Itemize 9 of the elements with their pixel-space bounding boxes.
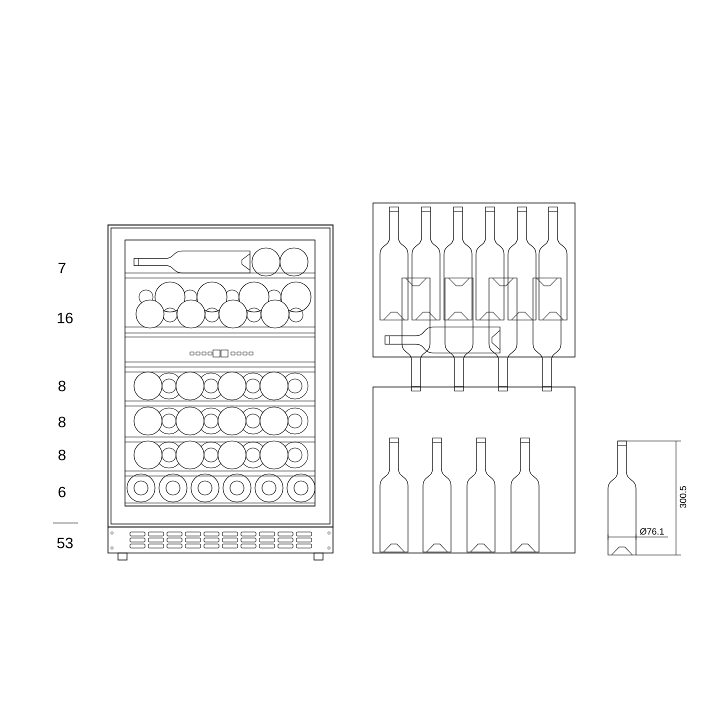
shelf-count: 8	[58, 450, 66, 460]
shelf-count: 8	[58, 380, 66, 392]
shelf-count: 6	[58, 486, 66, 498]
shelf-count: 16	[58, 312, 73, 324]
dimension-label: Ø76.1	[640, 528, 664, 535]
shelf-count: 7	[58, 262, 66, 274]
total-count: 53	[57, 538, 73, 548]
shelf-count: 8	[58, 416, 66, 428]
dimension-label: 300.5	[680, 486, 686, 508]
